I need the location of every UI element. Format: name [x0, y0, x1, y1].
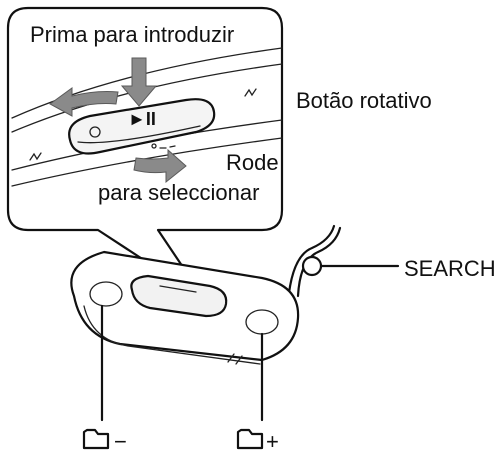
folder-icon — [236, 428, 264, 450]
folder-minus-group: − — [82, 428, 127, 454]
folder-plus-sign: + — [266, 429, 279, 454]
rotate-arrow-down — [133, 148, 187, 184]
press-arrow — [120, 57, 158, 107]
remote-control-body — [70, 224, 342, 365]
rotate-label-line1: Rode — [226, 150, 279, 175]
rotary-button-label: Botão rotativo — [296, 88, 432, 113]
press-to-enter-label: Prima para introduzir — [30, 22, 234, 47]
folder-minus-sign: − — [114, 429, 127, 454]
zoomed-rotary-control — [11, 47, 283, 187]
rotate-label-line2: para seleccionar — [98, 180, 259, 205]
play-pause-symbol: ►II — [128, 109, 156, 129]
search-label: SEARCH — [404, 256, 496, 281]
folder-plus-group: + — [236, 428, 279, 454]
folder-icon — [82, 428, 110, 450]
rotate-arrow-left — [49, 87, 119, 117]
